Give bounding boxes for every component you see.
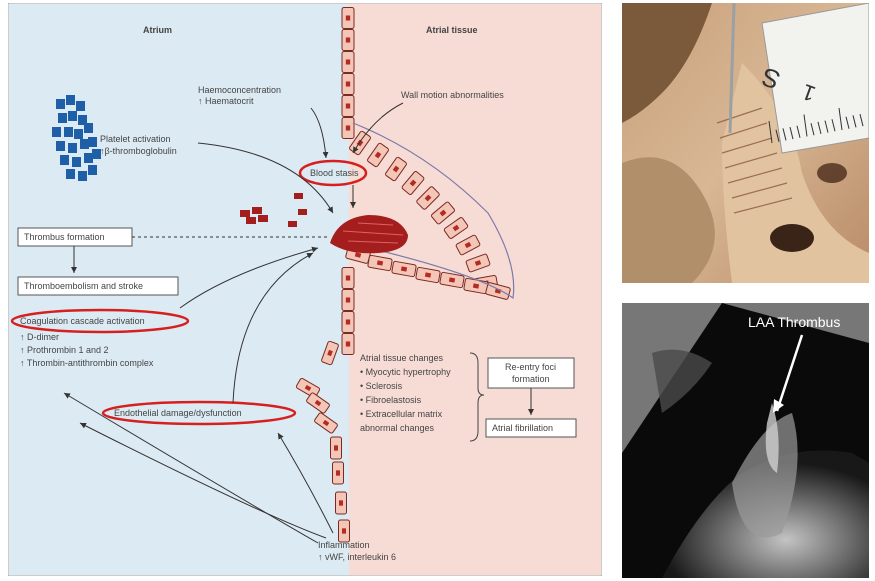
blood-stasis-label: Blood stasis [310, 168, 359, 178]
wall-cell [342, 8, 354, 29]
tissue-change-1: • Myocytic hypertrophy [360, 367, 451, 377]
inflammation-label: Inflammation [318, 540, 370, 550]
wall-cell [333, 462, 344, 484]
platelet [78, 171, 87, 181]
coag-item-3: ↑ Thrombin-antithrombin complex [20, 358, 154, 368]
echo-svg: LAA Thrombus [622, 303, 869, 578]
platelet [76, 101, 85, 111]
wall-cell [342, 30, 354, 51]
wall-cell [342, 52, 354, 73]
platelet [68, 143, 77, 153]
reentry-line-1: Re-entry foci [505, 362, 556, 372]
coag-item-1: ↑ D-dimer [20, 332, 59, 342]
atrial-tissue-header: Atrial tissue [426, 25, 478, 35]
thromboglobulin-label: ↑β-thromboglobulin [100, 146, 177, 156]
wall-cell [342, 290, 354, 311]
coagulation-title: Coagulation cascade activation [20, 316, 145, 326]
specimen-photo-svg: S 1 [622, 3, 869, 283]
laa-thrombus-label: LAA Thrombus [748, 314, 840, 330]
platelet [64, 127, 73, 137]
atrium-header: Atrium [143, 25, 172, 35]
platelet [58, 113, 67, 123]
tissue-change-4: • Extracellular matrix [360, 409, 443, 419]
platelet [68, 111, 77, 121]
tissue-change-3: • Fibroelastosis [360, 395, 422, 405]
pathophysiology-diagram: Atrium Atrial tissue Haemoconcentration … [8, 3, 602, 576]
platelet [88, 165, 97, 175]
tissue-changes-title: Atrial tissue changes [360, 353, 444, 363]
wall-cell [342, 118, 354, 139]
endothelial-label: Endothelial damage/dysfunction [114, 408, 242, 418]
thrombus-formation-label: Thrombus formation [24, 232, 105, 242]
thromboembolism-label: Thromboembolism and stroke [24, 281, 143, 291]
platelet [84, 123, 93, 133]
platelet [74, 129, 83, 139]
platelet-activation-label: Platelet activation [100, 134, 171, 144]
wall-cell [342, 74, 354, 95]
wall-cell [336, 492, 347, 514]
tissue-change-2: • Sclerosis [360, 381, 403, 391]
wall-cell [342, 334, 354, 355]
diagram-svg: Atrium Atrial tissue Haemoconcentration … [8, 3, 602, 576]
haemoconcentration-label: Haemoconcentration [198, 85, 281, 95]
wall-cell [342, 268, 354, 289]
platelet [88, 137, 97, 147]
wall-cell [342, 96, 354, 117]
haematocrit-label: ↑ Haematocrit [198, 96, 254, 106]
platelet [66, 95, 75, 105]
coag-item-2: ↑ Prothrombin 1 and 2 [20, 345, 109, 355]
tissue-change-5: abnormal changes [360, 423, 435, 433]
platelet [72, 157, 81, 167]
platelet [84, 153, 93, 163]
echocardiogram-image: LAA Thrombus [622, 303, 869, 578]
inflammation-detail: ↑ vWF, interleukin 6 [318, 552, 396, 562]
atrial-fibrillation-label: Atrial fibrillation [492, 423, 553, 433]
wall-motion-label: Wall motion abnormalities [401, 90, 504, 100]
platelet [60, 155, 69, 165]
platelet [80, 139, 89, 149]
platelet [56, 99, 65, 109]
wall-cell [342, 312, 354, 333]
platelet [56, 141, 65, 151]
specimen-photo: S 1 [622, 3, 869, 283]
platelet [66, 169, 75, 179]
wall-cell [339, 520, 350, 542]
reentry-line-2: formation [512, 374, 550, 384]
wall-cell [331, 437, 342, 459]
platelet [52, 127, 61, 137]
